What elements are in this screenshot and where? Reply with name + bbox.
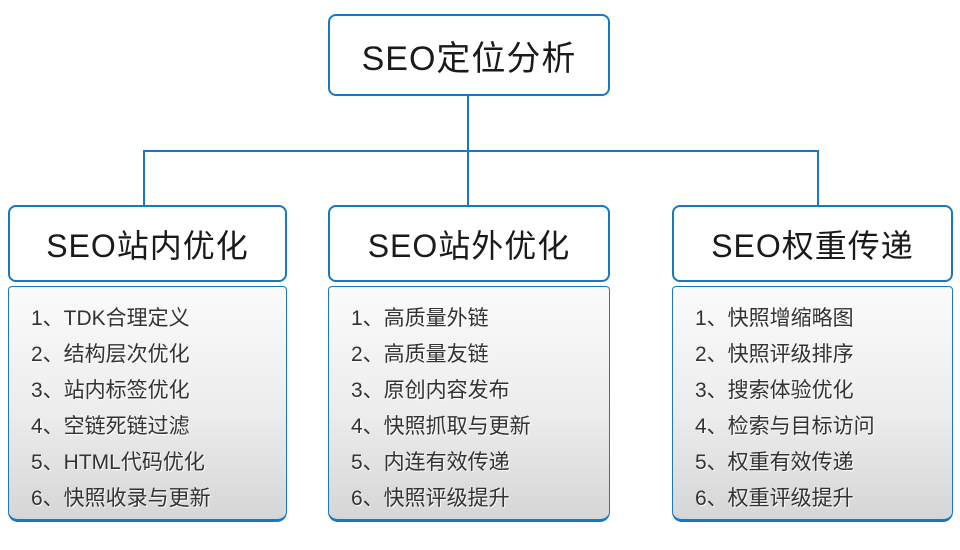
list-item: 6、权重评级提升 xyxy=(695,487,854,510)
list-item: 2、快照评级排序 xyxy=(695,343,854,366)
connector-cross-bar-line xyxy=(143,150,819,152)
root-node: SEO定位分析 xyxy=(328,14,610,96)
list-item: 3、搜索体验优化 xyxy=(695,379,854,402)
list-item: 2、结构层次优化 xyxy=(31,343,190,366)
list-item: 5、内连有效传递 xyxy=(351,451,510,474)
branch-list-onsite: 1、TDK合理定义 2、结构层次优化 3、站内标签优化 4、空链死链过滤 5、H… xyxy=(8,286,287,522)
list-item: 5、权重有效传递 xyxy=(695,451,854,474)
list-item: 1、TDK合理定义 xyxy=(31,307,190,330)
connector-drop-left-line xyxy=(143,150,145,207)
connector-drop-right-line xyxy=(817,150,819,207)
root-node-label: SEO定位分析 xyxy=(361,39,577,78)
branch-node-onsite: SEO站内优化 xyxy=(8,205,287,282)
branch-title-onsite: SEO站内优化 xyxy=(46,227,249,264)
list-item: 6、快照收录与更新 xyxy=(31,487,211,510)
connector-root-stem-line xyxy=(467,95,469,152)
list-item: 6、快照评级提升 xyxy=(351,487,510,510)
connector-drop-middle-line xyxy=(467,150,469,207)
list-item: 4、空链死链过滤 xyxy=(31,415,190,438)
list-item: 1、高质量外链 xyxy=(351,307,489,330)
branch-title-offsite: SEO站外优化 xyxy=(367,227,571,264)
list-item: 3、原创内容发布 xyxy=(351,379,510,402)
list-item: 4、检索与目标访问 xyxy=(695,415,875,438)
branch-list-weight: 1、快照增缩略图 2、快照评级排序 3、搜索体验优化 4、检索与目标访问 5、权… xyxy=(672,286,953,522)
branch-node-weight: SEO权重传递 xyxy=(672,205,953,282)
list-item: 1、快照增缩略图 xyxy=(695,307,854,330)
branch-title-weight: SEO权重传递 xyxy=(711,227,914,264)
list-item: 4、快照抓取与更新 xyxy=(351,415,531,438)
list-item: 5、HTML代码优化 xyxy=(31,451,205,474)
branch-node-offsite: SEO站外优化 xyxy=(328,205,610,282)
branch-list-offsite: 1、高质量外链 2、高质量友链 3、原创内容发布 4、快照抓取与更新 5、内连有… xyxy=(328,286,610,522)
list-item: 3、站内标签优化 xyxy=(31,379,190,402)
list-item: 2、高质量友链 xyxy=(351,343,489,366)
